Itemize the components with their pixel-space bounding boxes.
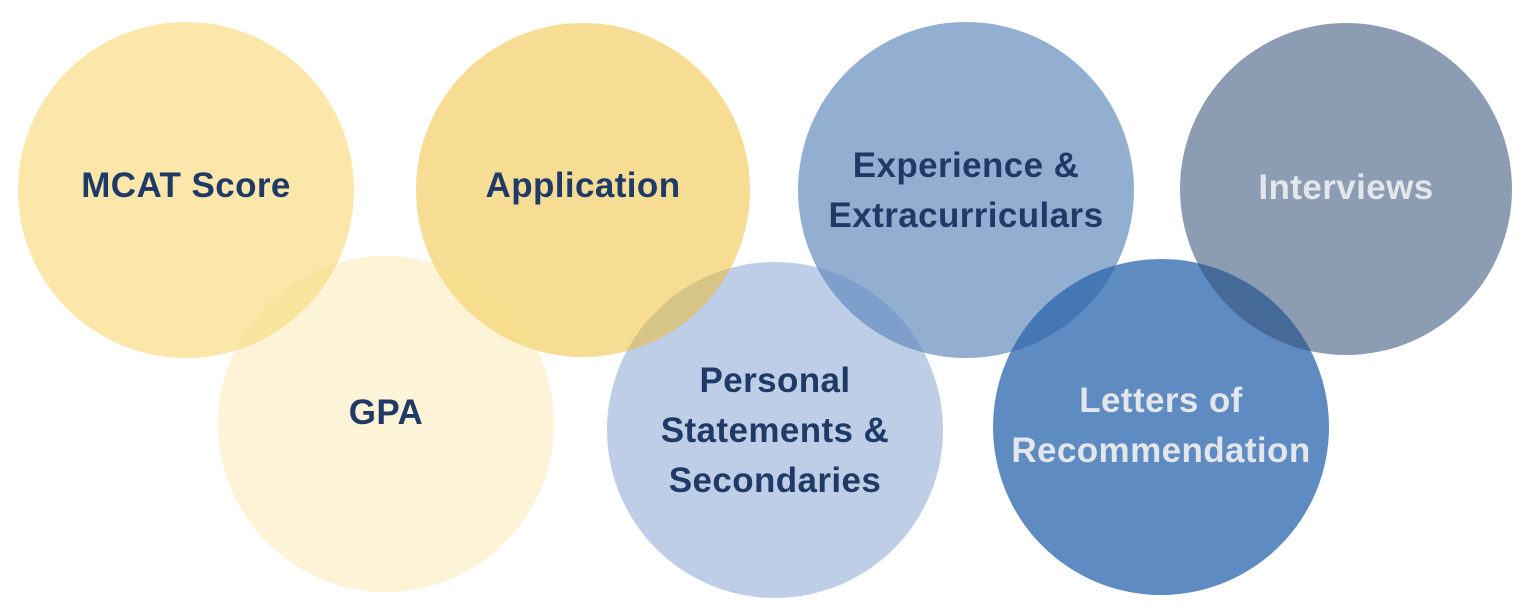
gpa-label: GPA [348, 392, 424, 432]
interviews-label: Interviews [1258, 167, 1434, 207]
mcat-score-circle [18, 22, 354, 358]
personal-statements-label: Personal Statements & Secondaries [660, 360, 890, 501]
experience-extracurriculars-circle [798, 22, 1134, 358]
gpa-circle [218, 256, 554, 592]
mcat-score-label: MCAT Score [81, 165, 291, 205]
experience-extracurriculars-label: Experience & Extracurriculars [828, 145, 1104, 235]
application-label: Application [485, 165, 681, 205]
interviews-circle [1180, 23, 1512, 355]
letters-of-recommendation-circle [993, 259, 1329, 595]
application-circle [416, 23, 750, 357]
personal-statements-circle [607, 262, 943, 598]
letters-of-recommendation-label: Letters of Recommendation [1011, 380, 1311, 470]
